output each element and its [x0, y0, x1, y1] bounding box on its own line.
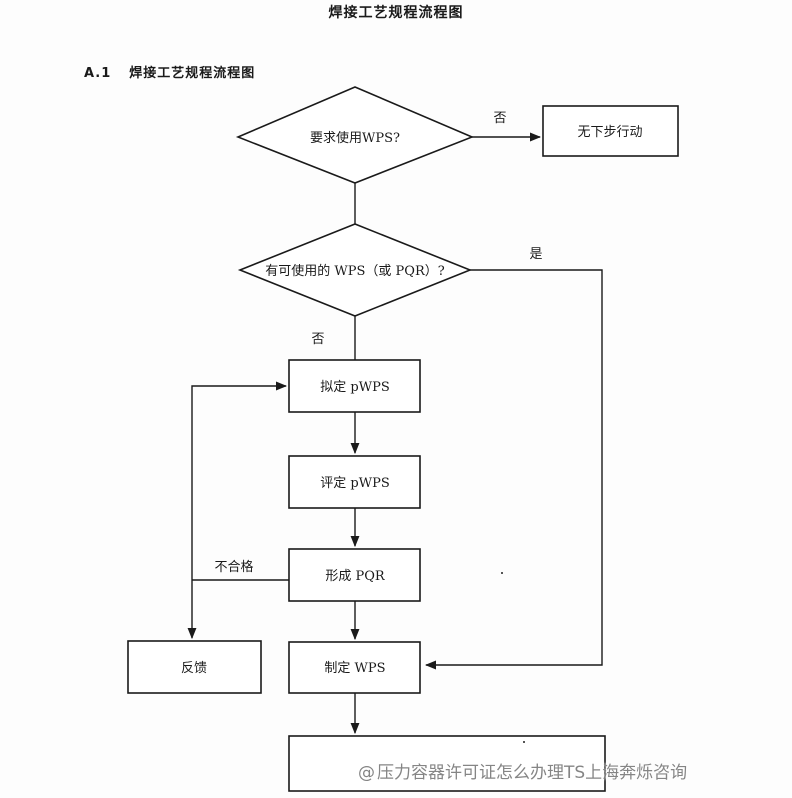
- node-make-wps-label: 制定 WPS: [324, 661, 385, 676]
- decision-require-wps-label: 要求使用WPS?: [310, 130, 400, 146]
- decision-available-wps-label: 有可使用的 WPS（或 PQR）?: [265, 263, 444, 279]
- node-evaluate-pwps-label: 评定 pWPS: [320, 476, 389, 491]
- section-number: A.1: [84, 66, 112, 81]
- node-evaluate-pwps: [288, 455, 421, 509]
- scan-speck: [523, 741, 525, 743]
- node-no-next-step-label: 无下步行动: [577, 125, 642, 140]
- document-title: 焊接工艺规程流程图: [328, 5, 464, 21]
- edge-label-no-1: 否: [493, 111, 506, 126]
- node-feedback-label: 反馈: [181, 661, 207, 676]
- node-form-pqr-label: 形成 PQR: [325, 569, 386, 584]
- node-feedback: [127, 640, 262, 694]
- edge-label-yes: 是: [529, 247, 542, 262]
- edge-yes-to-make-wps: [424, 269, 603, 670]
- edge-unqualified-to-draft: [191, 381, 288, 580]
- at-icon: @: [358, 763, 375, 783]
- node-draft-pwps: [288, 359, 421, 413]
- section-title: 焊接工艺规程流程图: [129, 66, 256, 81]
- edge-label-unqualified: 不合格: [214, 559, 253, 575]
- node-make-wps: [288, 641, 421, 694]
- node-final-box: [288, 735, 606, 792]
- scan-speck: [501, 572, 503, 574]
- watermark: @压力容器许可证怎么办理TS上海奔烁咨询: [358, 758, 687, 783]
- edge-label-no-2: 否: [311, 332, 324, 347]
- node-no-next-step: [542, 105, 679, 157]
- section-heading: A.1 焊接工艺规程流程图: [84, 62, 255, 81]
- node-draft-pwps-label: 拟定 pWPS: [320, 380, 389, 395]
- watermark-text: 压力容器许可证怎么办理TS上海奔烁咨询: [377, 763, 688, 783]
- node-form-pqr: [288, 548, 421, 602]
